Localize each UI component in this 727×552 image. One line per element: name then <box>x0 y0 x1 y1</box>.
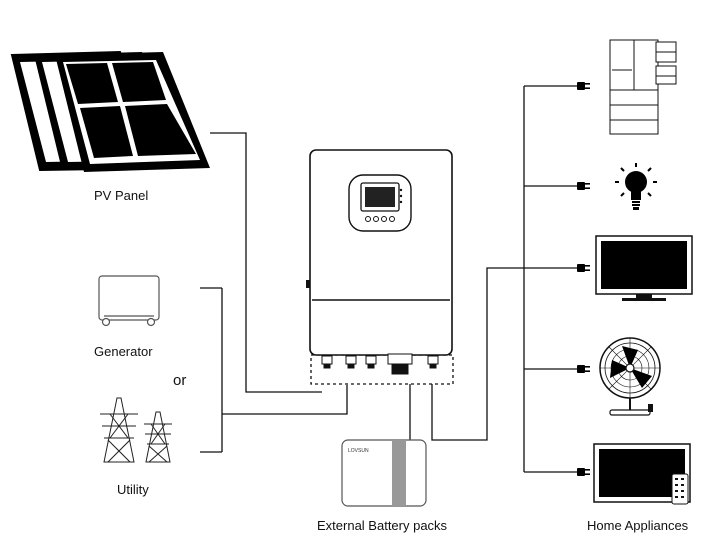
plug-icon-tv <box>577 264 590 272</box>
grid-connection-line <box>222 385 348 415</box>
refrigerator-icon <box>609 39 677 135</box>
plug-icon-monitor <box>577 468 590 476</box>
fan-icon <box>599 337 661 416</box>
generator-icon <box>98 275 160 327</box>
plug-icon-fan <box>577 365 590 373</box>
inverter-icon <box>306 149 453 375</box>
or-label: or <box>173 372 187 389</box>
pv-connection-line <box>210 132 322 393</box>
wiring-box-outline <box>310 354 454 385</box>
light-bulb-icon <box>615 163 657 210</box>
utility-label: Utility <box>117 482 149 497</box>
battery-brand-text: LOVSUN <box>348 448 369 454</box>
plug-icon <box>577 82 590 476</box>
monitor-icon <box>593 443 691 505</box>
connection-lines <box>200 85 578 473</box>
power-tower-icon <box>100 397 172 463</box>
generator-label: Generator <box>94 344 153 359</box>
home-appliances-label: Home Appliances <box>587 518 689 533</box>
television-icon <box>595 235 693 301</box>
plug-icon-fridge <box>577 82 590 90</box>
solar-panel-icon <box>10 50 210 172</box>
plug-icon-bulb <box>577 182 590 190</box>
pv-panel-label: PV Panel <box>94 188 149 203</box>
battery-label: External Battery packs <box>317 518 448 533</box>
load-connection-line <box>431 267 524 441</box>
battery-pack-icon: LOVSUN <box>341 439 427 507</box>
